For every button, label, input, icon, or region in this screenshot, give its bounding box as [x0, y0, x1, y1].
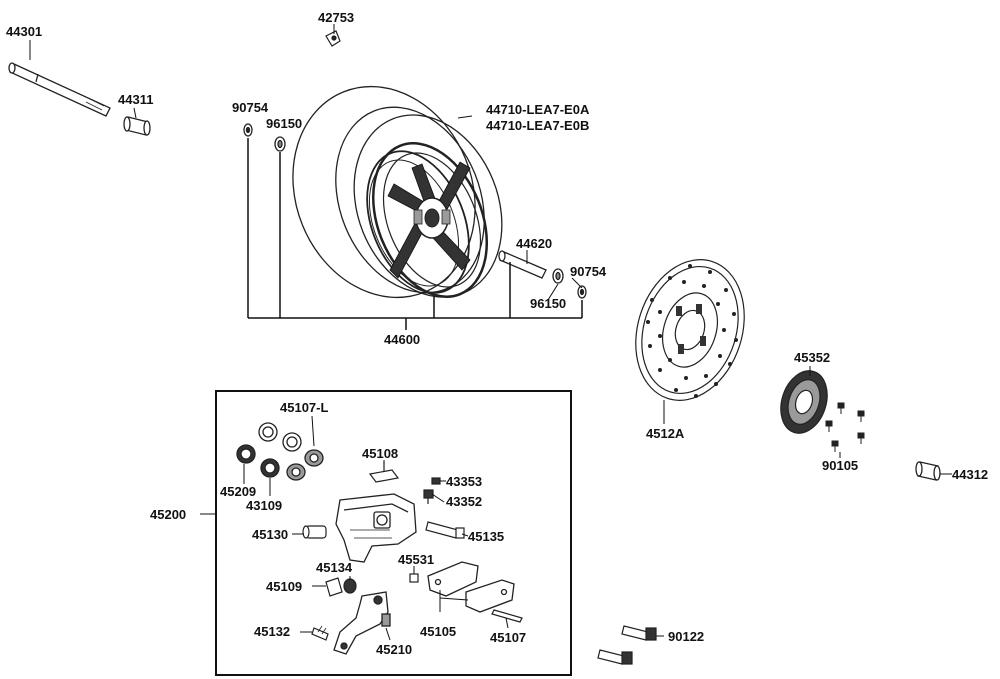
label-axle[interactable]: 44301	[6, 24, 43, 39]
label-bleeder-cap[interactable]: 43353	[446, 474, 483, 489]
mount-bolts[interactable]	[597, 625, 657, 665]
caliper-bracket[interactable]	[333, 591, 391, 655]
label-shim[interactable]: 45109	[266, 579, 303, 594]
label-right-seal[interactable]: 96150	[530, 296, 567, 311]
label-pad-spring[interactable]: 45108	[362, 446, 399, 461]
label-pad-pin[interactable]: 45107	[490, 630, 527, 645]
label-right-nut[interactable]: 90754	[570, 264, 607, 279]
caliper-leaders	[243, 415, 509, 641]
disk-holes	[646, 264, 738, 398]
right-collar[interactable]	[915, 461, 941, 481]
label-left-collar[interactable]: 44311	[118, 92, 154, 107]
label-spacer[interactable]: 44620	[516, 236, 553, 251]
left-nut[interactable]	[243, 123, 253, 137]
disk-hub[interactable]	[773, 365, 835, 439]
label-valve-clip[interactable]: 42753	[318, 10, 355, 25]
disk-bolts[interactable]	[825, 402, 865, 452]
seal-rings[interactable]	[236, 422, 302, 478]
right-nut[interactable]	[577, 285, 587, 299]
label-disk-hub[interactable]: 45352	[794, 350, 831, 365]
label-tire-b[interactable]: 44710-LEA7-E0B	[486, 118, 590, 133]
bracket-bolt[interactable]	[311, 625, 329, 641]
valve-clip[interactable]	[325, 30, 341, 47]
label-tire-a[interactable]: 44710-LEA7-E0A	[486, 102, 590, 117]
label-piston-seal[interactable]: 43109	[246, 498, 283, 513]
left-seal[interactable]	[274, 136, 286, 152]
bleeder[interactable]	[423, 477, 441, 504]
label-caliper-assembly[interactable]: 45200	[150, 507, 187, 522]
pad-pin[interactable]	[491, 609, 523, 623]
label-disk-bolts[interactable]: 90105	[822, 458, 859, 473]
label-wheel-assy[interactable]: 44600	[384, 332, 421, 347]
label-right-collar[interactable]: 44312	[952, 467, 989, 482]
label-pin-clip[interactable]: 45531	[398, 552, 435, 567]
shim[interactable]	[325, 577, 343, 597]
left-collar[interactable]	[123, 116, 151, 136]
axle-shaft[interactable]	[8, 62, 111, 117]
label-slide-pin[interactable]: 45135	[468, 529, 505, 544]
label-boot[interactable]: 45134	[316, 560, 353, 575]
caliper-assembly-frame	[215, 390, 572, 676]
caliper-body[interactable]	[335, 493, 417, 563]
brake-disk[interactable]	[618, 245, 761, 414]
right-seal[interactable]	[552, 268, 564, 284]
leader-lines	[29, 24, 952, 637]
brake-pads[interactable]	[427, 561, 515, 613]
label-bracket[interactable]: 45210	[376, 642, 413, 657]
label-seal-kit[interactable]: 45209	[220, 484, 257, 499]
label-left-seal[interactable]: 96150	[266, 116, 303, 131]
label-left-nut[interactable]: 90754	[232, 100, 269, 115]
boot[interactable]	[343, 578, 357, 594]
wheel-spacer[interactable]	[498, 250, 547, 279]
label-boot-pin[interactable]: 45130	[252, 527, 289, 542]
label-piston-set[interactable]: 45107-L	[280, 400, 329, 415]
label-bleeder[interactable]: 43352	[446, 494, 483, 509]
label-bracket-bolt[interactable]: 45132	[254, 624, 291, 639]
wheel-rim[interactable]	[348, 126, 509, 313]
label-brake-disk[interactable]: 4512A	[646, 426, 685, 441]
pad-spring[interactable]	[368, 462, 400, 483]
boot-pin[interactable]	[302, 525, 327, 539]
pistons[interactable]	[286, 449, 324, 481]
label-pad-set[interactable]: 45105	[420, 624, 457, 639]
pin-clip[interactable]	[409, 573, 419, 583]
slide-pin[interactable]	[425, 521, 465, 539]
label-mount-bolts[interactable]: 90122	[668, 629, 705, 644]
disk-slots	[676, 304, 706, 354]
wheel-assy-leader	[247, 138, 583, 330]
